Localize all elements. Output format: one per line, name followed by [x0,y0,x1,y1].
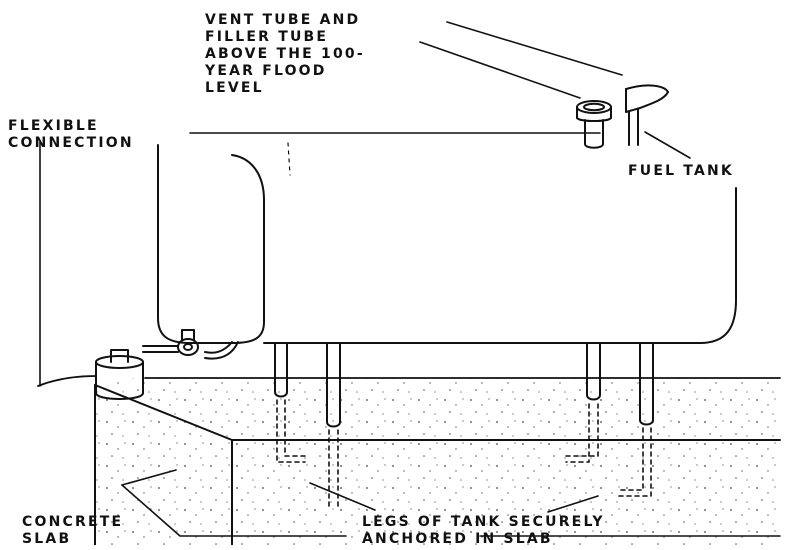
label-line: LEVEL [205,80,264,96]
concrete-slab [94,377,781,546]
label-fuel-tank: FUEL TANK [628,163,734,180]
label-line: CONNECTION [8,135,134,151]
leg-anchors [276,399,652,507]
tank-legs [274,342,654,428]
label-line: FLEXIBLE [8,118,99,134]
vent-tube [576,100,612,149]
label-line: FUEL TANK [628,163,734,179]
label-line: YEAR FLOOD [205,63,327,79]
label-vent-filler-tube: VENT TUBE AND FILLER TUBE ABOVE THE 100-… [205,12,365,97]
label-line: LEGS OF TANK SECURELY [362,514,605,530]
fuel-tank [157,142,737,344]
label-line: CONCRETE [22,514,124,530]
label-line: SLAB [22,531,72,547]
label-concrete-slab: CONCRETE SLAB [22,514,123,548]
label-line: VENT TUBE AND [205,12,361,28]
label-legs-anchored: LEGS OF TANK SECURELY ANCHORED IN SLAB [362,514,605,548]
label-line: ABOVE THE 100- [205,46,365,62]
flexible-connection [142,329,239,360]
filler-tube [625,84,669,146]
leader-lines [39,21,781,537]
label-line: FILLER TUBE [205,29,329,45]
label-line: ANCHORED IN SLAB [362,531,553,547]
label-flexible-connection: FLEXIBLE CONNECTION [8,118,134,152]
filter-canister [37,349,144,400]
